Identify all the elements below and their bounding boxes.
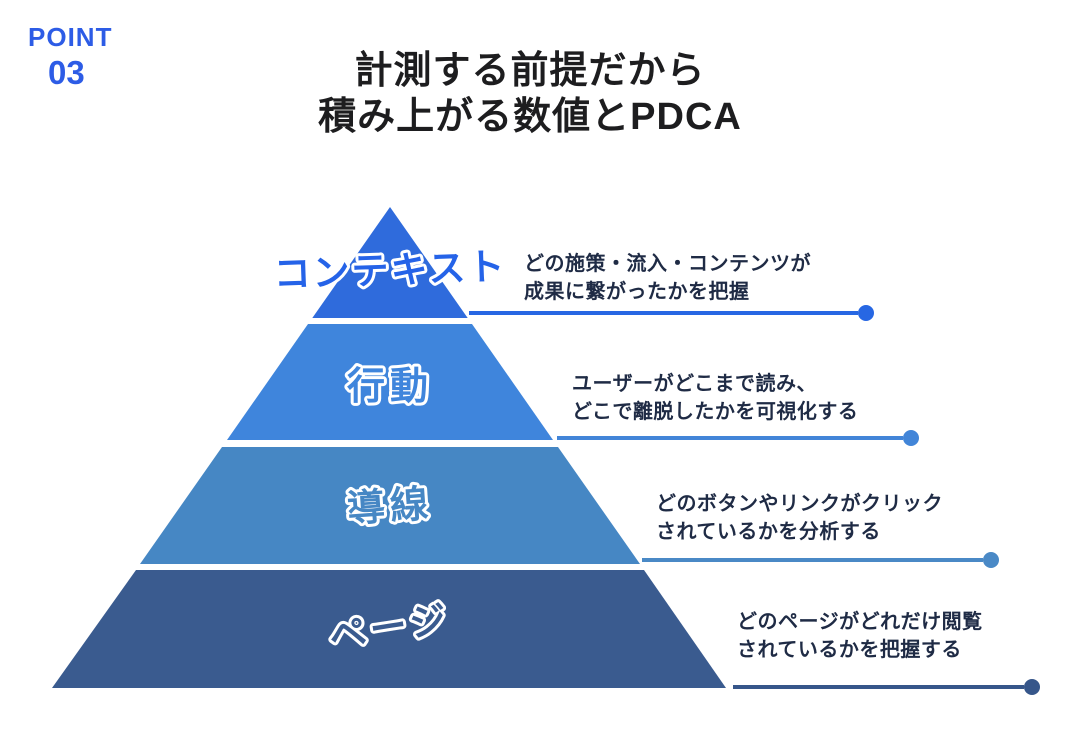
description-page-line-1: どのページがどれだけ閲覧 bbox=[737, 611, 983, 633]
description-flow-line-2: されているかを分析する bbox=[656, 521, 881, 543]
point-badge: POINT 03 bbox=[28, 24, 112, 89]
description-flow-line-1: どのボタンやリンクがクリック bbox=[656, 493, 943, 515]
layer-label-flow: 導線 bbox=[346, 483, 435, 531]
underline-flow-dot bbox=[983, 552, 999, 568]
description-flow: どのボタンやリンクがクリック されているかを分析する bbox=[656, 490, 943, 546]
underline-page-dot bbox=[1024, 679, 1040, 695]
underline-behavior-dot bbox=[903, 430, 919, 446]
pyramid-layer-behavior bbox=[227, 324, 553, 440]
description-behavior-line-1: ユーザーがどこまで読み、 bbox=[572, 373, 817, 395]
pyramid-layer-context bbox=[312, 207, 468, 318]
point-badge-number: 03 bbox=[48, 54, 85, 91]
pyramid-layer-page bbox=[52, 570, 726, 688]
page-title: 計測する前提だから 積み上がる数値とPDCA bbox=[150, 48, 910, 140]
underline-behavior bbox=[557, 430, 919, 446]
page-title-line-1: 計測する前提だから bbox=[354, 50, 706, 92]
description-context: どの施策・流入・コンテンツが 成果に繋がったかを把握 bbox=[524, 250, 811, 306]
page-title-line-2: 積み上がる数値とPDCA bbox=[318, 96, 742, 138]
description-context-line-2: 成果に繋がったかを把握 bbox=[524, 281, 750, 303]
layer-label-behavior: 行動 bbox=[347, 366, 433, 408]
underline-flow bbox=[642, 552, 999, 568]
description-page: どのページがどれだけ閲覧 されているかを把握する bbox=[737, 608, 983, 664]
layer-label-context: コンテキスト bbox=[273, 246, 507, 295]
underline-context-dot bbox=[858, 305, 874, 321]
description-behavior-line-2: どこで離脱したかを可視化する bbox=[572, 401, 859, 423]
description-page-line-2: されているかを把握する bbox=[737, 639, 962, 661]
point-badge-label: POINT bbox=[28, 22, 113, 52]
pyramid-layer-flow bbox=[140, 447, 640, 564]
underline-page bbox=[733, 679, 1040, 695]
underline-context bbox=[469, 305, 874, 321]
description-context-line-1: どの施策・流入・コンテンツが bbox=[524, 253, 811, 275]
description-behavior: ユーザーがどこまで読み、 どこで離脱したかを可視化する bbox=[572, 370, 858, 426]
